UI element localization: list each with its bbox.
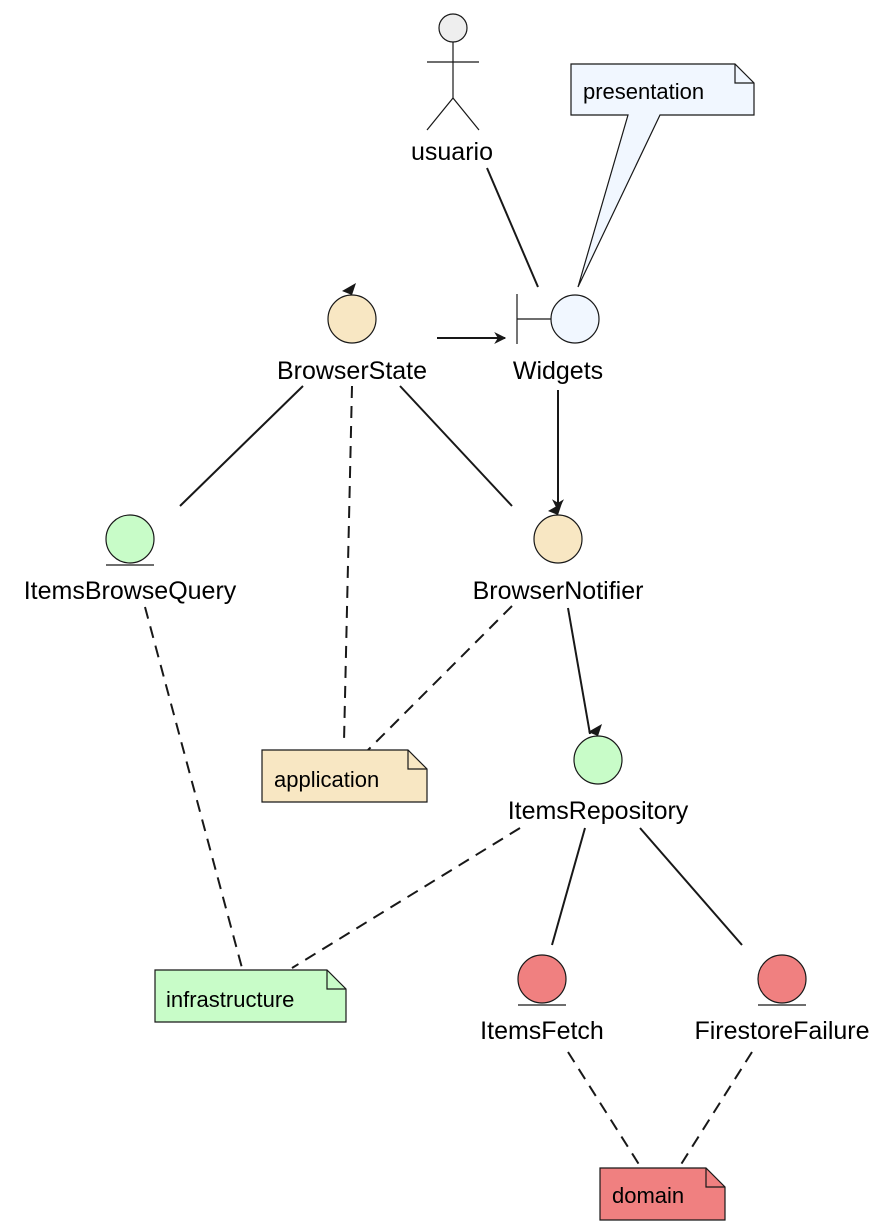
- actor-head: [438, 13, 468, 43]
- actor-label: usuario: [411, 138, 493, 166]
- edge-browserstate-itemsbrowsequery: [179, 385, 304, 507]
- edge-browserstate-browsernotifier: [399, 385, 513, 507]
- dash-firestorefailure-domain: [679, 1051, 753, 1167]
- browserstate-control-icon: [327, 294, 377, 344]
- entity-firestorefailure: FirestoreFailure: [694, 954, 870, 1045]
- note-domain: domain: [599, 1167, 726, 1221]
- edge-browsernotifier-itemsrepository: [567, 607, 591, 735]
- itemsbrowsequery-entity-icon: [105, 514, 155, 564]
- edge-itemsrepository-itemsfetch: [551, 827, 586, 946]
- itemsbrowsequery-label: ItemsBrowseQuery: [24, 577, 237, 605]
- note-infrastructure-text: infrastructure: [166, 987, 294, 1012]
- note-application-text: application: [274, 767, 379, 792]
- itemsrepository-label: ItemsRepository: [508, 797, 689, 825]
- control-browserstate: BrowserState: [277, 283, 427, 385]
- widgets-label: Widgets: [513, 357, 603, 385]
- note-application: application: [261, 749, 428, 803]
- note-presentation-text: presentation: [583, 79, 704, 104]
- note-presentation: presentation: [570, 63, 755, 288]
- edge-usuario-widgets: [486, 167, 539, 288]
- itemsrepository-control-icon: [573, 735, 623, 785]
- dash-itemsfetch-domain: [567, 1051, 641, 1167]
- firestorefailure-entity-icon: [757, 954, 807, 1004]
- browsernotifier-label: BrowserNotifier: [473, 577, 644, 605]
- entity-itemsfetch: ItemsFetch: [480, 954, 604, 1045]
- dash-browsernotifier-application: [367, 605, 513, 751]
- note-infrastructure: infrastructure: [154, 969, 347, 1023]
- control-itemsrepository: ItemsRepository: [508, 724, 689, 825]
- note-domain-text: domain: [612, 1183, 684, 1208]
- boundary-widgets: Widgets: [513, 294, 603, 385]
- itemsfetch-label: ItemsFetch: [480, 1017, 604, 1045]
- dash-browserstate-application: [343, 385, 353, 743]
- actor-usuario: usuario: [411, 13, 493, 166]
- control-browsernotifier: BrowserNotifier: [473, 503, 644, 605]
- entity-itemsbrowsequery: ItemsBrowseQuery: [24, 514, 237, 605]
- widgets-boundary-icon: [550, 294, 600, 344]
- browserstate-label: BrowserState: [277, 357, 427, 385]
- edge-itemsrepository-firestorefailure: [639, 827, 743, 946]
- itemsfetch-entity-icon: [517, 954, 567, 1004]
- dash-itemsbrowsequery-infrastructure: [144, 606, 243, 969]
- firestorefailure-label: FirestoreFailure: [694, 1017, 869, 1045]
- browsernotifier-control-icon: [533, 514, 583, 564]
- dash-itemsrepository-infrastructure: [291, 827, 521, 969]
